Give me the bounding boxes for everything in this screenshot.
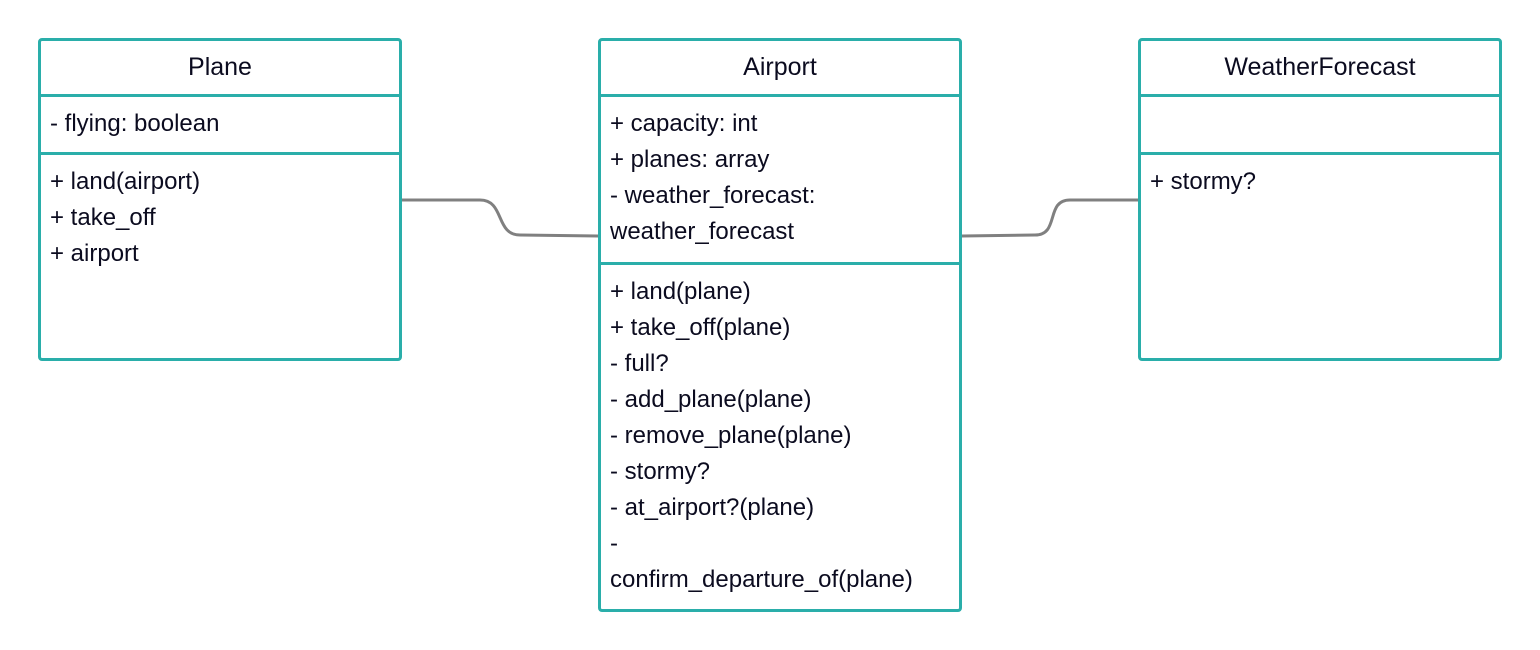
method: confirm_departure_of(plane) xyxy=(610,566,913,593)
method: + land(airport) xyxy=(50,168,201,195)
airport-class-box[interactable]: Airport + capacity: int + planes: array … xyxy=(598,38,962,612)
method: - full? xyxy=(610,350,669,377)
method: - remove_plane(plane) xyxy=(610,422,852,449)
method: + take_off xyxy=(50,204,156,231)
attribute: - flying: boolean xyxy=(50,110,220,137)
airport-attributes: + capacity: int + planes: array - weathe… xyxy=(601,97,959,265)
weather-forecast-class-name: WeatherForecast xyxy=(1141,41,1499,97)
method: - add_plane(plane) xyxy=(610,386,812,413)
plane-class-name: Plane xyxy=(41,41,399,97)
attribute: + capacity: int xyxy=(610,110,758,137)
method: + land(plane) xyxy=(610,278,751,305)
airport-methods: + land(plane) + take_off(plane) - full? … xyxy=(601,265,959,598)
weather-forecast-attributes xyxy=(1141,97,1499,155)
attribute: weather_forecast xyxy=(610,218,795,245)
method: + take_off(plane) xyxy=(610,314,791,341)
method: - at_airport?(plane) xyxy=(610,494,815,521)
plane-methods: + land(airport) + take_off + airport xyxy=(41,155,399,272)
plane-airport-association xyxy=(402,198,599,238)
plane-attributes: - flying: boolean xyxy=(41,97,399,155)
method: + airport xyxy=(50,240,139,267)
method: - xyxy=(610,530,618,557)
plane-class-box[interactable]: Plane - flying: boolean + land(airport) … xyxy=(38,38,402,361)
attribute: + planes: array xyxy=(610,146,770,173)
weather-forecast-class-box[interactable]: WeatherForecast + stormy? xyxy=(1138,38,1502,361)
method: - stormy? xyxy=(610,458,711,485)
weather-forecast-methods: + stormy? xyxy=(1141,155,1499,200)
attribute: - weather_forecast: xyxy=(610,182,816,209)
airport-class-name: Airport xyxy=(601,41,959,97)
method: + stormy? xyxy=(1150,168,1257,195)
airport-weather-association xyxy=(961,198,1138,238)
